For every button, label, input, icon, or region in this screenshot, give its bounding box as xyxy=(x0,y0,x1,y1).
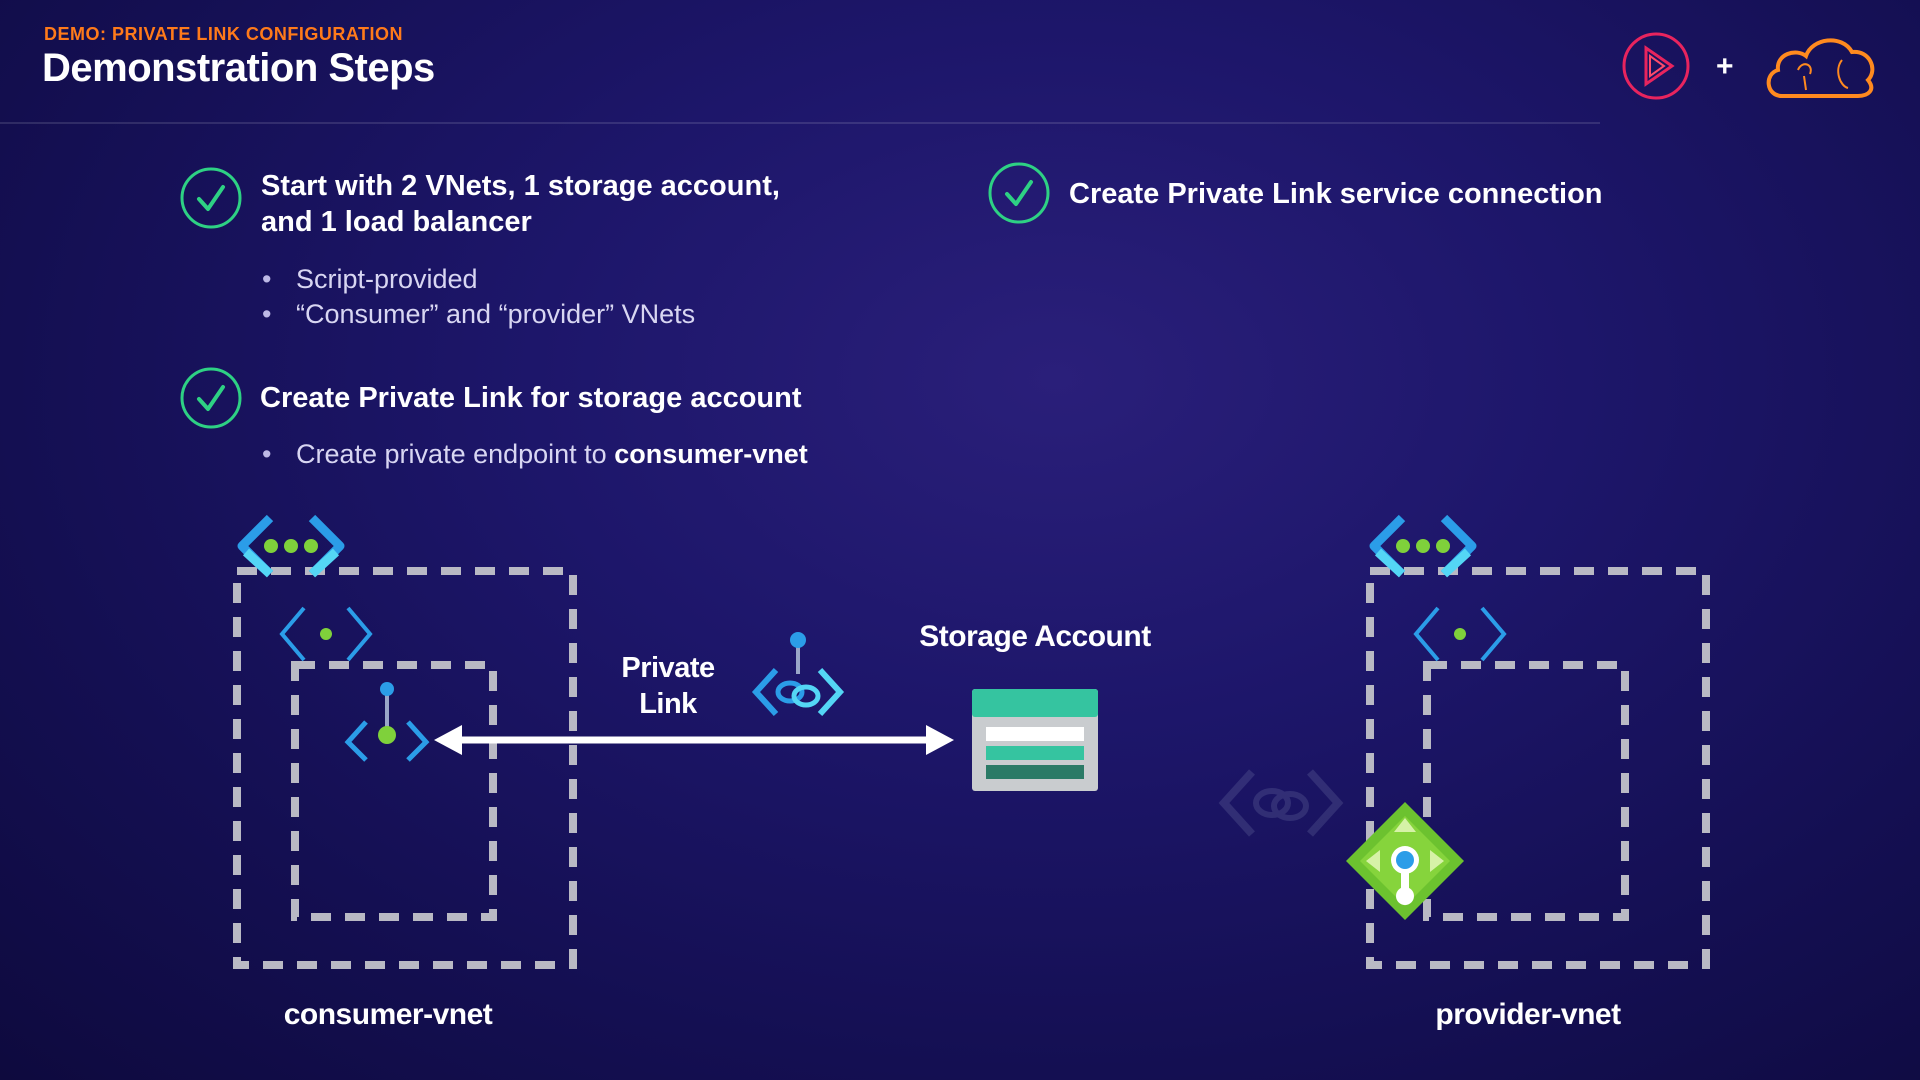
private-link-arrow xyxy=(434,725,954,755)
load-balancer-icon xyxy=(1346,802,1464,920)
consumer-subnet-boundary xyxy=(291,661,497,921)
check-icon xyxy=(180,167,242,229)
provider-subnet-boundary xyxy=(1423,661,1629,921)
page-title: Demonstration Steps xyxy=(42,46,435,90)
private-link-icon xyxy=(751,632,845,717)
plus-sign: + xyxy=(1716,50,1734,83)
storage-account-label: Storage Account xyxy=(919,620,1151,653)
storage-account-icon xyxy=(972,689,1098,791)
provider-vnet-label: provider-vnet xyxy=(1435,998,1621,1031)
vnet-icon xyxy=(1369,514,1477,578)
pluralsight-logo-icon xyxy=(1622,32,1690,100)
header-divider xyxy=(0,122,1600,124)
consumer-vnet-boundary xyxy=(233,567,577,969)
step-1-bullet: •“Consumer” and “provider” VNets xyxy=(262,299,696,329)
subnet-icon xyxy=(1413,606,1507,662)
vnet-icon xyxy=(237,514,345,578)
faded-private-link-service-icon xyxy=(1218,769,1344,837)
check-icon xyxy=(988,162,1050,224)
check-icon xyxy=(180,367,242,429)
step-2-heading: Create Private Link for storage account xyxy=(260,382,802,414)
step-2-bullet: •Create private endpoint to consumer-vne… xyxy=(262,439,808,469)
subnet-icon xyxy=(279,606,373,662)
section-eyebrow: DEMO: PRIVATE LINK CONFIGURATION xyxy=(44,24,403,44)
consumer-vnet-label: consumer-vnet xyxy=(283,998,493,1031)
step-3-heading: Create Private Link service connection xyxy=(1069,178,1603,210)
step-1-heading: Start with 2 VNets, 1 storage account, a… xyxy=(261,170,780,238)
provider-vnet-boundary xyxy=(1366,567,1710,969)
step-1-bullet: •Script-provided xyxy=(262,264,478,294)
private-link-label: Private Link xyxy=(621,652,715,720)
cloud-logo-icon xyxy=(1766,38,1875,98)
private-endpoint-icon xyxy=(344,682,430,762)
